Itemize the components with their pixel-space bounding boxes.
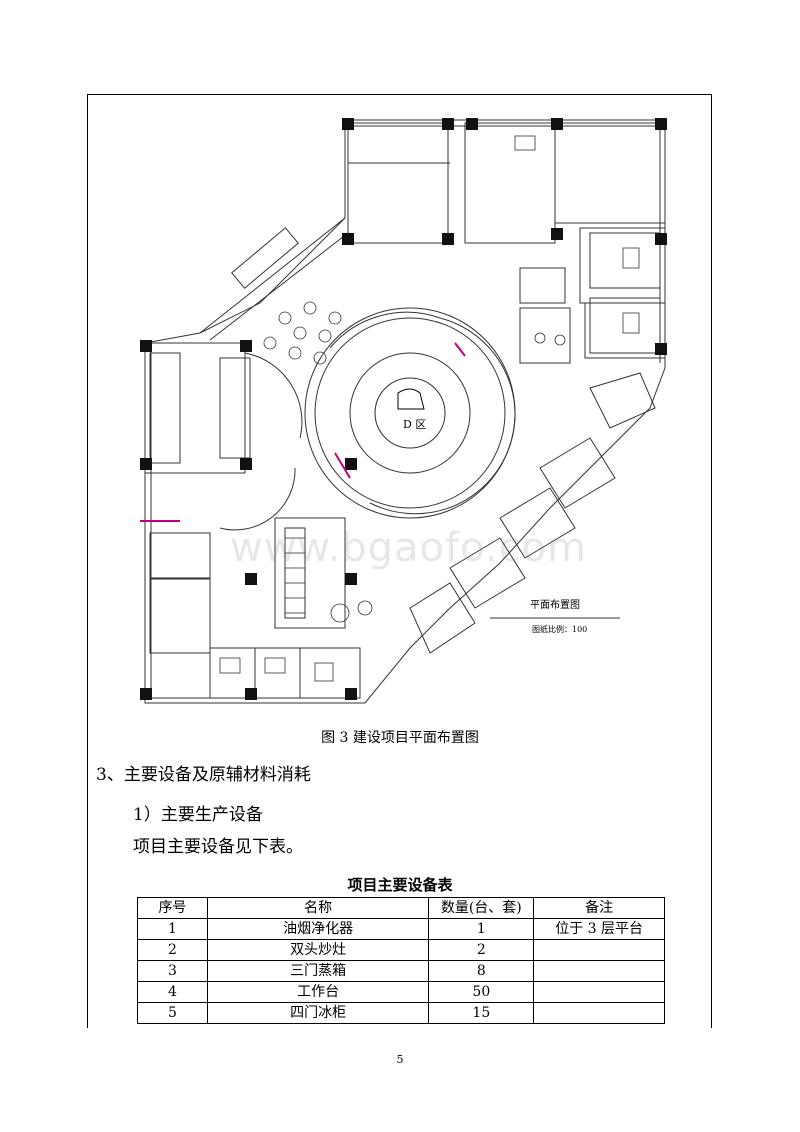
table-cell: 四门冰柜	[206, 1002, 430, 1024]
table-cell: 1	[428, 918, 535, 940]
table-cell: 15	[428, 1002, 535, 1024]
floor-plan-drawing: D 区 平面布置图 图纸比例：100	[140, 118, 667, 704]
table-row: 2 双头炒灶 2	[137, 939, 665, 961]
body-paragraph: 项目主要设备见下表。	[133, 837, 303, 857]
page-frame	[87, 94, 712, 1028]
page-number: 5	[396, 1053, 404, 1066]
table-cell: 1	[137, 918, 208, 940]
subsection-heading: 1）主要生产设备	[133, 805, 263, 825]
table-cell: 双头炒灶	[206, 939, 430, 961]
table-cell	[533, 960, 665, 982]
table-cell: 4	[137, 981, 208, 1003]
legend-scale: 图纸比例：100	[532, 624, 587, 634]
table-cell: 8	[428, 960, 535, 982]
equipment-table: 序号 名称 数量(台、套) 备注 1 油烟净化器 1 位于 3 层平台 2 双头…	[137, 897, 665, 1024]
header-cell: 序号	[137, 897, 208, 919]
legend-title: 平面布置图	[530, 599, 580, 611]
table-cell	[533, 939, 665, 961]
header-cell: 名称	[206, 897, 430, 919]
table-row: 3 三门蒸箱 8	[137, 960, 665, 982]
zone-label: D 区	[403, 418, 426, 431]
figure-caption: 图 3 建设项目平面布置图	[321, 730, 479, 746]
table-cell: 工作台	[206, 981, 430, 1003]
table-row: 1 油烟净化器 1 位于 3 层平台	[137, 918, 665, 940]
table-cell	[533, 1002, 665, 1024]
header-cell: 备注	[533, 897, 665, 919]
table-cell: 位于 3 层平台	[533, 918, 665, 940]
table-row: 5 四门冰柜 15	[137, 1002, 665, 1024]
table-cell: 2	[137, 939, 208, 961]
table-cell: 3	[137, 960, 208, 982]
table-title: 项目主要设备表	[347, 876, 453, 894]
table-cell	[533, 981, 665, 1003]
table-cell: 油烟净化器	[206, 918, 430, 940]
table-cell: 2	[428, 939, 535, 961]
watermark: www.bgaofo.com	[230, 525, 587, 571]
header-cell: 数量(台、套)	[428, 897, 535, 919]
section-heading: 3、主要设备及原辅材料消耗	[96, 765, 311, 785]
table-cell: 50	[428, 981, 535, 1003]
table-header-row: 序号 名称 数量(台、套) 备注	[137, 897, 665, 919]
table-row: 4 工作台 50	[137, 981, 665, 1003]
table-cell: 三门蒸箱	[206, 960, 430, 982]
table-cell: 5	[137, 1002, 208, 1024]
